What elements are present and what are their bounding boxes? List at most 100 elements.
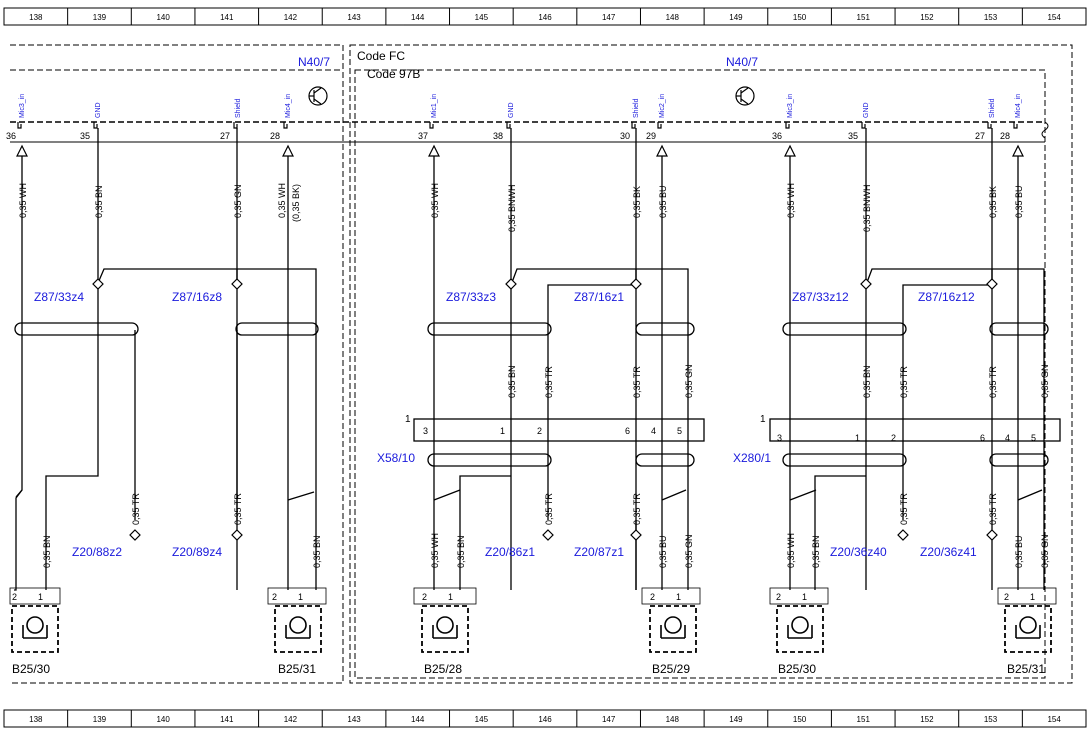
svg-text:0,35 BU: 0,35 BU: [658, 535, 668, 568]
svg-text:0,35 BU: 0,35 BU: [1014, 185, 1024, 218]
svg-text:0,35 BN: 0,35 BN: [507, 365, 517, 398]
svg-text:30: 30: [620, 131, 630, 141]
svg-text:1: 1: [802, 592, 807, 602]
svg-text:27: 27: [975, 131, 985, 141]
svg-text:B25/28: B25/28: [424, 662, 462, 676]
svg-text:(0,35 BK): (0,35 BK): [291, 184, 301, 222]
svg-text:0,35 TR: 0,35 TR: [988, 493, 998, 525]
transistor-icon: [308, 86, 328, 106]
pin-label: Shield: [633, 98, 640, 118]
ruler-column-label: 143: [347, 13, 361, 22]
ruler-column-label: 150: [793, 13, 807, 22]
svg-text:Z20/36z41: Z20/36z41: [920, 545, 977, 559]
svg-text:0,35 BN: 0,35 BN: [811, 535, 821, 568]
svg-text:0,35 BK: 0,35 BK: [988, 186, 998, 218]
svg-text:0,35 GN: 0,35 GN: [233, 184, 243, 218]
svg-text:1: 1: [405, 414, 411, 425]
svg-text:37: 37: [418, 131, 428, 141]
pin-label: GND: [95, 102, 102, 118]
svg-text:2: 2: [272, 592, 277, 602]
module-bus: [10, 121, 1049, 143]
ruler-column-label: 140: [156, 715, 170, 724]
svg-text:0,35 BU: 0,35 BU: [1014, 535, 1024, 568]
svg-text:0,35 BU: 0,35 BU: [658, 185, 668, 218]
svg-text:0,35 TR: 0,35 TR: [899, 366, 909, 398]
ruler-column-label: 146: [538, 715, 552, 724]
splice-labels: Z87/33z4 Z87/16z8 Z87/33z3 Z87/16z1 Z87/…: [34, 290, 977, 559]
svg-text:0,35 TR: 0,35 TR: [544, 493, 554, 525]
svg-text:1: 1: [676, 592, 681, 602]
ruler-column-label: 143: [347, 715, 361, 724]
svg-text:0,35 GN: 0,35 GN: [684, 534, 694, 568]
svg-text:0,35 BNWH: 0,35 BNWH: [862, 184, 872, 232]
svg-text:4: 4: [1005, 433, 1010, 443]
ruler-column-label: 147: [602, 715, 616, 724]
pin-labels: Mic3_in GND Shield Mic4_in Mic1_in GND S…: [19, 94, 1022, 118]
svg-text:0,35 BN: 0,35 BN: [862, 365, 872, 398]
left-module-frame: [10, 44, 344, 684]
code-97b-label: Code 97B: [367, 67, 420, 81]
svg-text:1: 1: [760, 414, 766, 425]
svg-text:38: 38: [493, 131, 503, 141]
ruler-column-label: 145: [475, 715, 489, 724]
pin-label: Mic4_in: [285, 94, 292, 118]
svg-text:2: 2: [891, 433, 896, 443]
ruler-column-label: 151: [857, 13, 871, 22]
svg-text:Z20/87z1: Z20/87z1: [574, 545, 624, 559]
ruler-column-label: 138: [29, 715, 43, 724]
svg-text:6: 6: [625, 426, 630, 436]
pin-label: GND: [508, 102, 515, 118]
connector-x58-label: X58/10: [377, 451, 415, 465]
svg-text:Z87/33z3: Z87/33z3: [446, 290, 496, 304]
svg-text:1: 1: [855, 433, 860, 443]
right-module-label: N40/7: [726, 55, 758, 69]
svg-text:3: 3: [777, 433, 782, 443]
svg-text:0,35 WH: 0,35 WH: [430, 183, 440, 218]
ruler-column-label: 153: [984, 715, 998, 724]
ruler-column-label: 148: [666, 13, 680, 22]
svg-text:Z20/89z4: Z20/89z4: [172, 545, 222, 559]
svg-text:1: 1: [500, 426, 505, 436]
mic-labels: B25/30 B25/31 B25/28 B25/29 B25/30 B25/3…: [12, 662, 1045, 676]
svg-text:36: 36: [6, 131, 16, 141]
svg-text:0,35 GN: 0,35 GN: [684, 364, 694, 398]
svg-text:0,35 WH: 0,35 WH: [430, 533, 440, 568]
svg-text:1: 1: [298, 592, 303, 602]
ruler-column-label: 142: [284, 715, 298, 724]
pin-label: GND: [863, 102, 870, 118]
svg-text:Z20/88z2: Z20/88z2: [72, 545, 122, 559]
microphone-icons: [9, 587, 1057, 653]
svg-text:2: 2: [650, 592, 655, 602]
svg-text:0,35 TR: 0,35 TR: [899, 493, 909, 525]
signal-arrow-icons: [16, 144, 1024, 157]
svg-text:0,35 TR: 0,35 TR: [632, 366, 642, 398]
svg-text:1: 1: [38, 592, 43, 602]
ruler-column-label: 141: [220, 13, 234, 22]
transistor-icon: [735, 86, 755, 106]
ruler-column-label: 152: [920, 13, 934, 22]
svg-text:0,35 GN: 0,35 GN: [1040, 364, 1050, 398]
svg-text:0,35 BK: 0,35 BK: [632, 186, 642, 218]
pin-label: Mic3_in: [19, 94, 26, 118]
ruler-column-label: 153: [984, 13, 998, 22]
wires-right: [769, 128, 1061, 590]
svg-text:0,35 TR: 0,35 TR: [988, 366, 998, 398]
svg-text:1: 1: [1030, 592, 1035, 602]
ruler-column-label: 140: [156, 13, 170, 22]
pin-label: Mic2_in: [659, 94, 666, 118]
ruler-column-label: 148: [666, 715, 680, 724]
ruler-column-label: 141: [220, 715, 234, 724]
splice-markers-middle: [505, 278, 642, 541]
svg-text:B25/30: B25/30: [778, 662, 816, 676]
pin-label: Shield: [989, 98, 996, 118]
svg-text:Z87/16z1: Z87/16z1: [574, 290, 624, 304]
connector-labels: X58/10 X280/1 1 1: [377, 414, 771, 465]
ruler-column-label: 139: [93, 13, 107, 22]
svg-text:Z20/36z40: Z20/36z40: [830, 545, 887, 559]
svg-text:2: 2: [537, 426, 542, 436]
svg-text:6: 6: [980, 433, 985, 443]
